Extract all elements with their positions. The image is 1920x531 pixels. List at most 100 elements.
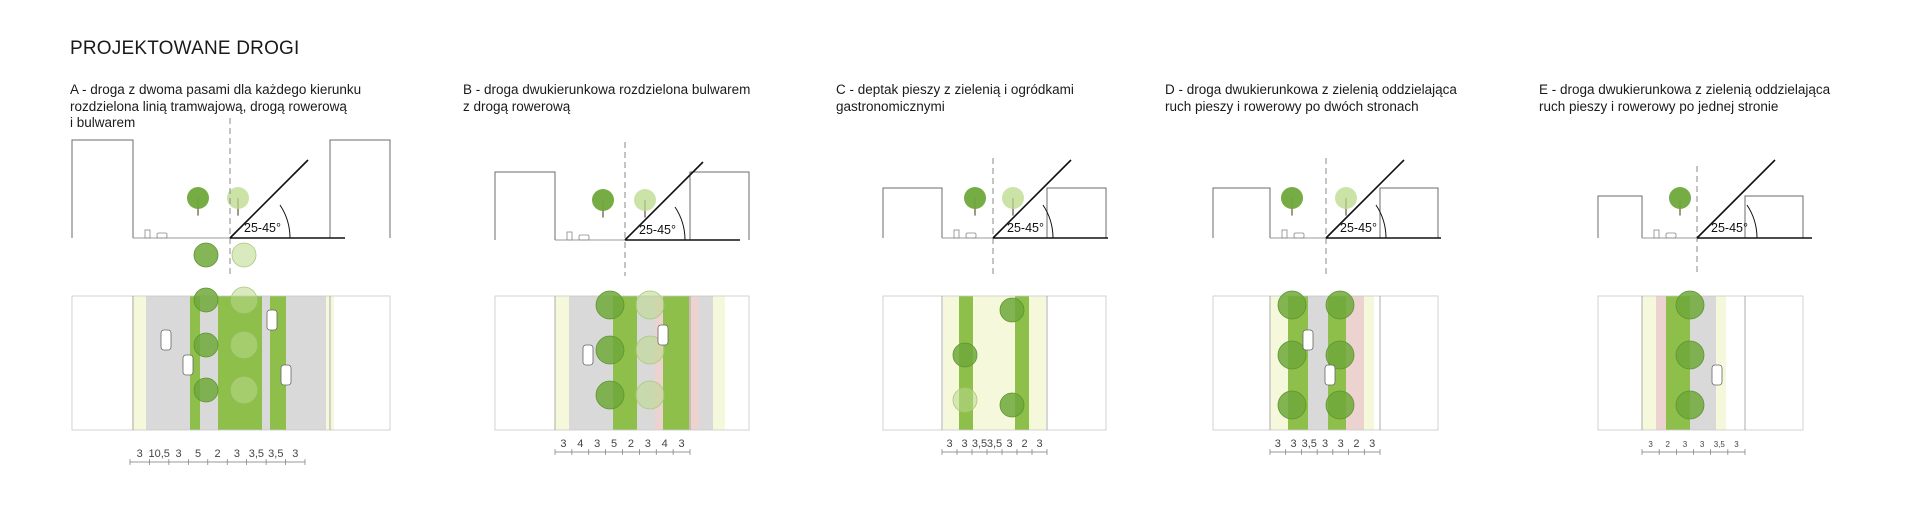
plan-view bbox=[882, 295, 1107, 431]
plan-strip bbox=[1213, 296, 1270, 430]
dimension-label: 3,5 bbox=[972, 438, 987, 450]
tree-canopy bbox=[193, 242, 219, 268]
plan-strip bbox=[286, 296, 326, 430]
pedestrian-icon bbox=[1653, 229, 1660, 239]
tree-canopy bbox=[1325, 340, 1355, 370]
plan-strip bbox=[190, 296, 200, 430]
plan-strip bbox=[713, 296, 725, 430]
tree-canopy bbox=[595, 380, 625, 410]
car-icon bbox=[1665, 232, 1677, 239]
panel-b: B - droga dwukierunkowa rozdzielona bulw… bbox=[463, 82, 803, 115]
car-icon bbox=[182, 354, 194, 376]
building-right bbox=[329, 139, 391, 238]
plan-strip bbox=[725, 296, 749, 430]
tree-canopy bbox=[952, 342, 978, 368]
car-icon bbox=[1711, 364, 1723, 386]
tree-canopy bbox=[1325, 290, 1355, 320]
tree-crown bbox=[1281, 187, 1303, 209]
tree-crown bbox=[1669, 187, 1691, 209]
dimension-label: 3 bbox=[1648, 440, 1653, 449]
dimension-label: 3 bbox=[560, 438, 566, 450]
car-icon bbox=[160, 329, 172, 351]
car-icon bbox=[578, 234, 590, 241]
dimension-label: 3 bbox=[137, 448, 143, 460]
dimension-label: 3 bbox=[961, 438, 967, 450]
tree-canopy bbox=[635, 335, 665, 365]
cross-section: 25-45° bbox=[71, 118, 391, 274]
dimension-label: 3,5 bbox=[987, 438, 1002, 450]
caption-line: E - droga dwukierunkowa z zielenią oddzi… bbox=[1539, 82, 1831, 97]
dimension-label: 3 bbox=[594, 438, 600, 450]
plan-strip bbox=[655, 296, 663, 430]
tree-canopy bbox=[999, 297, 1025, 323]
panel-d-caption: D - droga dwukierunkowa z zielenią oddzi… bbox=[1165, 82, 1505, 115]
tree-canopy bbox=[193, 287, 219, 313]
plan-strip bbox=[1374, 296, 1438, 430]
cross-section: 25-45° bbox=[882, 158, 1108, 274]
car-icon bbox=[266, 309, 278, 331]
car-icon bbox=[1324, 364, 1336, 386]
car-icon bbox=[657, 324, 669, 346]
dimension-label: 3,5 bbox=[1714, 440, 1726, 449]
cross-section: 25-45° bbox=[1212, 158, 1441, 274]
plan-strip bbox=[262, 296, 270, 430]
tree-canopy bbox=[635, 290, 665, 320]
plan-strip bbox=[1716, 296, 1726, 430]
building-right bbox=[1046, 187, 1107, 238]
angle-label: 25-45° bbox=[1340, 221, 1377, 235]
car-icon bbox=[280, 364, 292, 386]
plan-strip bbox=[613, 296, 637, 430]
caption-line: D - droga dwukierunkowa z zielenią oddzi… bbox=[1165, 82, 1457, 97]
tree-canopy bbox=[231, 242, 257, 268]
dimension-label: 3 bbox=[292, 448, 298, 460]
dimension-label: 2 bbox=[1021, 438, 1027, 450]
pedestrian-icon bbox=[1281, 229, 1288, 239]
dimension-label: 3,5 bbox=[1302, 438, 1317, 450]
car-icon bbox=[965, 232, 977, 239]
dimension-label: 3 bbox=[1322, 438, 1328, 450]
dimension-label: 3 bbox=[1700, 440, 1705, 449]
tree-canopy bbox=[230, 376, 258, 404]
plan-view bbox=[1597, 290, 1804, 431]
plan-strip bbox=[218, 296, 226, 430]
dimension-label: 3 bbox=[1734, 440, 1739, 449]
building-left bbox=[1212, 187, 1271, 238]
angle-label: 25-45° bbox=[639, 223, 676, 237]
tree-canopy bbox=[193, 377, 219, 403]
plan-strip bbox=[883, 296, 943, 430]
building-left bbox=[494, 171, 556, 240]
dimension-label: 5 bbox=[195, 448, 201, 460]
tree-canopy bbox=[1675, 390, 1705, 420]
dimension-label: 3,5 bbox=[268, 448, 283, 460]
plan-strip bbox=[226, 296, 262, 430]
tree-crown bbox=[227, 187, 249, 209]
tree-crown bbox=[592, 189, 614, 211]
tree-crown bbox=[964, 187, 986, 209]
dimension-label: 3 bbox=[1683, 440, 1688, 449]
panel-a-caption: A - droga z dwoma pasami dla każdego kie… bbox=[70, 82, 410, 132]
dimension-label: 3 bbox=[234, 448, 240, 460]
angle-arc bbox=[674, 206, 686, 241]
plan-frame bbox=[494, 295, 750, 431]
dimension-label: 10,5 bbox=[148, 448, 169, 460]
plan-strip bbox=[1656, 296, 1666, 430]
panel-a: A - droga z dwoma pasami dla każdego kie… bbox=[70, 82, 410, 132]
tree-canopy bbox=[1277, 390, 1307, 420]
plan-strip bbox=[1029, 296, 1046, 430]
plan-strip bbox=[495, 296, 555, 430]
angle-label: 25-45° bbox=[244, 221, 281, 235]
tree-canopy bbox=[595, 335, 625, 365]
building-left bbox=[71, 139, 134, 238]
plan-strip bbox=[555, 296, 569, 430]
plan-strip bbox=[1598, 296, 1642, 430]
plan-frame bbox=[71, 295, 391, 431]
cross-section: 25-45° bbox=[494, 142, 750, 276]
